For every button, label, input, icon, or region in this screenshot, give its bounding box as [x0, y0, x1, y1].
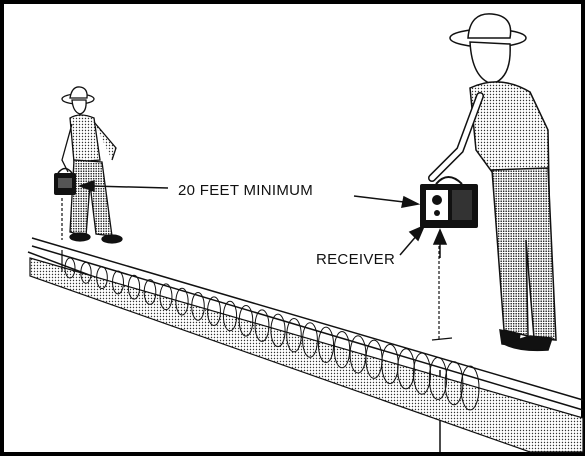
pipe-wrap-segment — [317, 326, 335, 363]
pipe-wrap-segment — [412, 352, 432, 395]
pipe-wrap-segment — [96, 266, 108, 290]
right-man-figure — [428, 13, 557, 352]
pipe-wrap-segment — [64, 257, 76, 279]
dimension-arrows — [77, 179, 448, 258]
pipe-wrap-segment — [302, 322, 318, 358]
pipe-wrap-segment — [333, 330, 351, 369]
pipe-wrap-segment — [460, 365, 480, 411]
pipe-wrap-segment — [159, 283, 173, 311]
pipe-wrap-segment — [428, 356, 448, 400]
receiver-box — [420, 176, 478, 228]
pipe-wrap-segment — [286, 317, 302, 353]
pipe-wrap-segment — [175, 287, 189, 316]
receiver-label: RECEIVER — [316, 251, 395, 268]
pipe-wrap-segment — [222, 300, 238, 332]
pipe-wrap-segments — [64, 257, 480, 411]
pipe-wrap-segment — [191, 292, 205, 321]
distance-label: 20 FEET MINIMUM — [178, 182, 313, 199]
transmitter-box — [54, 167, 76, 195]
signal-lines — [61, 198, 453, 341]
pipe-wrap-segment — [238, 305, 254, 337]
pipe-wrap-segment — [127, 274, 141, 300]
buried-pipe — [29, 257, 584, 453]
pipe-wrap-segment — [143, 279, 157, 305]
pipe-wrap-segment — [112, 270, 124, 295]
pipe-wrap-segment — [80, 261, 92, 284]
pipe-wrap-segment — [254, 309, 270, 342]
left-man-figure — [61, 86, 123, 244]
pipe-wrap-segment — [270, 313, 286, 348]
pipe-wrap-segment — [397, 348, 415, 390]
pipe-wrap-segment — [444, 361, 464, 406]
pipe-wrap-segment — [207, 296, 221, 327]
